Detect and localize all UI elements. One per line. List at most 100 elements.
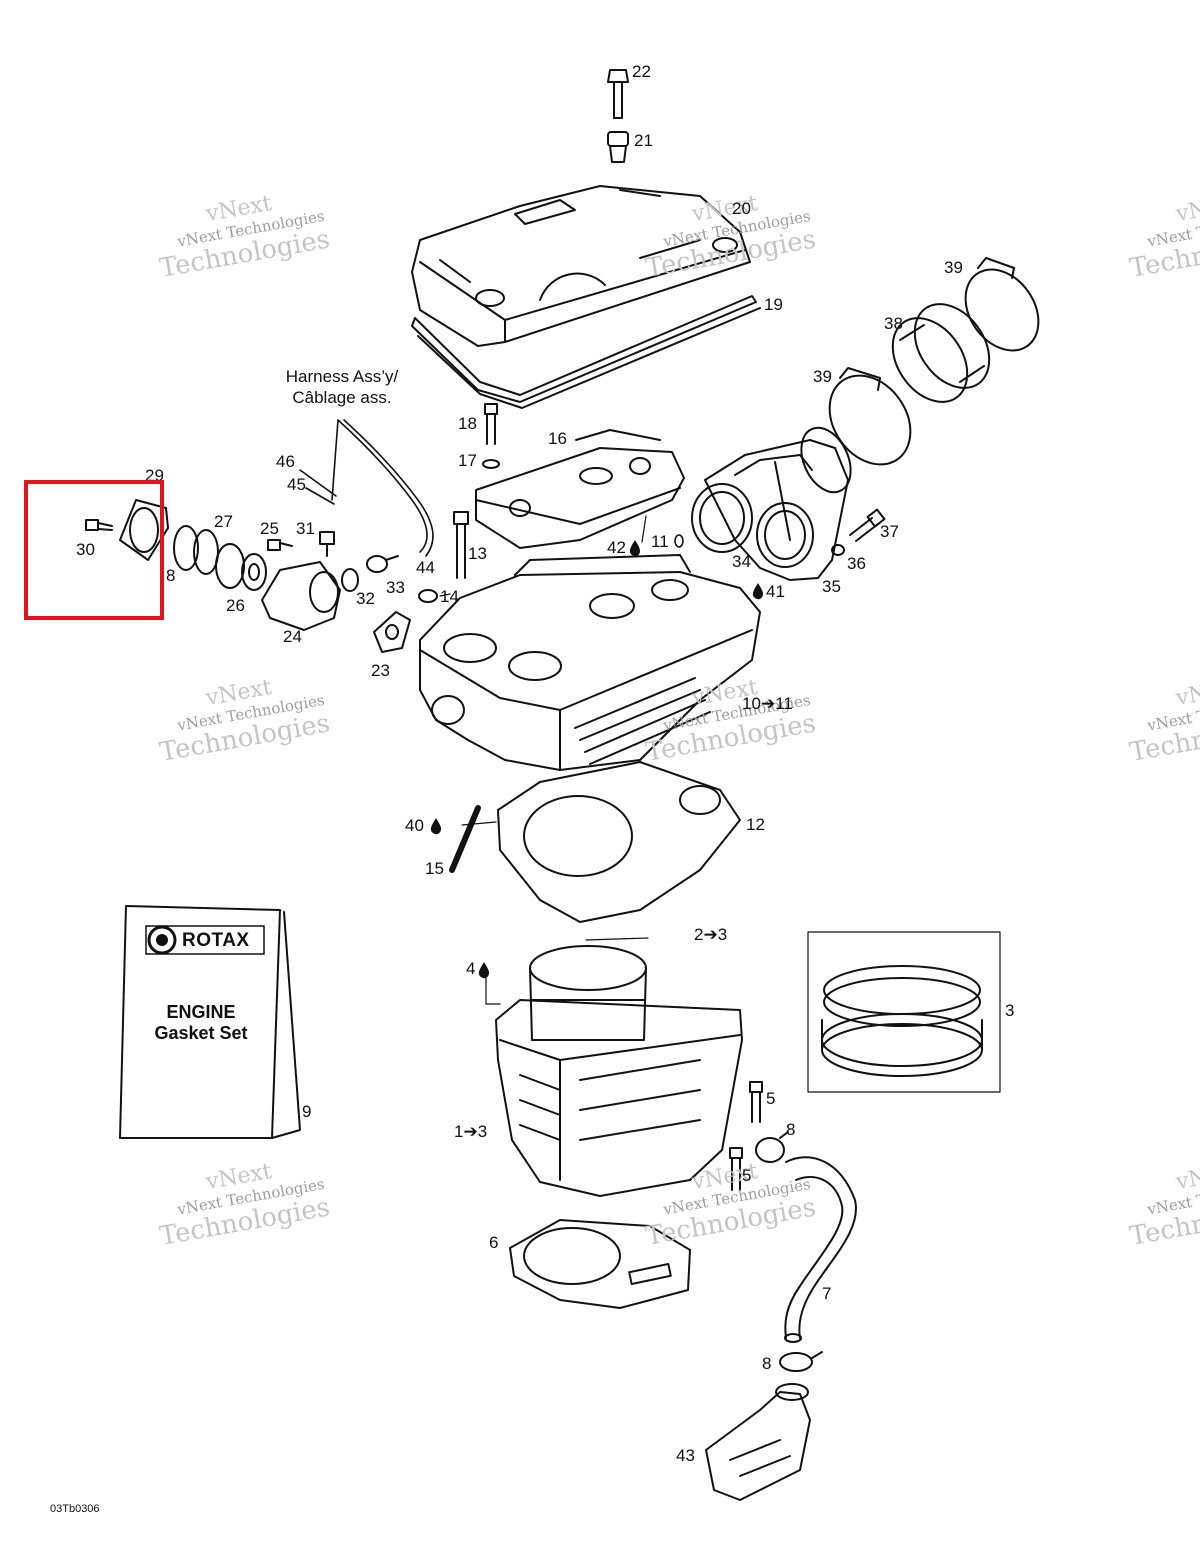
callout-45: 45 <box>287 475 306 494</box>
part-8-clamp-lower <box>779 1351 823 1372</box>
part-16-camshaft-bridge <box>475 429 685 549</box>
part-22-bolt <box>607 69 629 119</box>
callout-30: 30 <box>76 540 95 559</box>
callout-4: 4 <box>466 959 476 978</box>
part-6-base-gasket <box>509 1219 691 1309</box>
harness-wires <box>299 419 434 557</box>
part-25-bolt <box>267 539 293 551</box>
cylinder-head <box>419 554 761 771</box>
callout-6: 6 <box>489 1233 499 1252</box>
drop-icon <box>629 540 640 557</box>
callout-38: 38 <box>884 314 903 333</box>
callout-15: 15 <box>425 859 444 878</box>
callout-9: 9 <box>302 1102 312 1121</box>
part-8-clamp-upper <box>755 1131 789 1163</box>
part-20-valve-cover <box>411 185 751 347</box>
callout-31: 31 <box>296 519 315 538</box>
callout-46: 46 <box>276 452 295 471</box>
callout-18: 18 <box>458 414 477 433</box>
cylinder-block <box>495 999 743 1197</box>
part-24-thermostat-cover <box>261 561 341 631</box>
callout-17: 17 <box>458 451 477 470</box>
callout-42: 42 <box>607 538 626 557</box>
piston <box>529 945 647 1041</box>
part-14-seal <box>418 589 438 603</box>
callout-13: 13 <box>468 544 487 563</box>
part-21-grommet <box>607 131 629 163</box>
booklet-title-line1: ENGINE <box>166 1002 236 1022</box>
callout-28: 8 <box>166 566 176 585</box>
booklet-title: ENGINE Gasket Set <box>126 1002 276 1044</box>
callout-41: 41 <box>766 582 785 601</box>
callout-16: 16 <box>548 429 567 448</box>
part-34-o-rings <box>691 483 814 568</box>
harness-label-line2: Câblage ass. <box>292 388 392 407</box>
harness-label-line1: Harness Ass’y/ <box>285 367 399 386</box>
callout-35: 35 <box>822 577 841 596</box>
callout-36: 36 <box>847 554 866 573</box>
rotax-brand-text: ROTAX <box>182 930 250 951</box>
part-32-o-ring <box>341 568 359 592</box>
callout-5-lower: 5 <box>742 1166 752 1185</box>
part-12-head-gasket <box>497 761 741 923</box>
callout-14: 14 <box>440 587 459 606</box>
drop-icon <box>752 583 763 600</box>
callout-40-head: 40 <box>405 816 424 835</box>
callout-39-lower: 39 <box>813 367 832 386</box>
part-18-bolt <box>484 403 498 445</box>
callout-19: 19 <box>764 295 783 314</box>
callout-20: 20 <box>732 199 751 218</box>
part-19-gasket <box>411 295 761 409</box>
callout-10-11: 10➔11 <box>742 694 793 713</box>
harness-assembly-label: Harness Ass’y/ Câblage ass. <box>262 366 422 408</box>
part-7-hose <box>784 1156 857 1343</box>
callout-8-upper: 8 <box>786 1120 796 1139</box>
callout-24: 24 <box>283 627 302 646</box>
callout-7: 7 <box>822 1284 832 1303</box>
part-15-dowel <box>449 805 481 873</box>
figure-code: 03Tb0306 <box>50 1503 100 1515</box>
drop-icon <box>478 962 489 979</box>
callout-39-upper: 39 <box>944 258 963 277</box>
part-37-bolt <box>849 508 886 542</box>
part-13-bolt <box>453 511 469 579</box>
callout-32: 32 <box>356 589 375 608</box>
callout-21: 21 <box>634 131 653 150</box>
callout-12: 12 <box>746 815 765 834</box>
callout-3: 3 <box>1005 1001 1015 1020</box>
callout-2-3: 2➔3 <box>694 925 728 944</box>
callout-43: 43 <box>676 1446 695 1465</box>
callout-25: 25 <box>260 519 279 538</box>
callout-27: 27 <box>214 512 233 531</box>
part-43-elbow <box>705 1383 811 1501</box>
part-29-housing <box>119 499 169 561</box>
part-27-seal-rings <box>173 525 219 575</box>
part-9-gasket-set-booklet <box>119 905 301 1139</box>
part-5-bolt-upper <box>749 1081 763 1123</box>
highlight-box <box>24 480 164 620</box>
callout-5-upper: 5 <box>766 1089 776 1108</box>
callout-11: 11 <box>651 532 669 551</box>
part-33-sensor <box>366 555 399 573</box>
part-39-clamp-upper <box>964 257 1040 352</box>
callout-26: 26 <box>226 596 245 615</box>
callout-44: 44 <box>416 558 435 577</box>
callout-23: 23 <box>371 661 390 680</box>
callout-37: 37 <box>880 522 899 541</box>
callout-33: 33 <box>386 578 405 597</box>
callout-22: 22 <box>632 62 651 81</box>
part-30-screw <box>85 519 113 531</box>
part-31-temp-sensor <box>319 531 335 557</box>
part-35-intake-manifold <box>704 426 852 581</box>
callout-8-lower: 8 <box>762 1354 772 1373</box>
booklet-title-line2: Gasket Set <box>154 1023 248 1043</box>
drop-icon <box>430 818 441 835</box>
part-3-piston-rings <box>807 931 1001 1093</box>
part-17-washer <box>482 459 500 469</box>
part-5-bolt-lower <box>729 1147 743 1191</box>
part-38-sleeve <box>891 303 991 403</box>
